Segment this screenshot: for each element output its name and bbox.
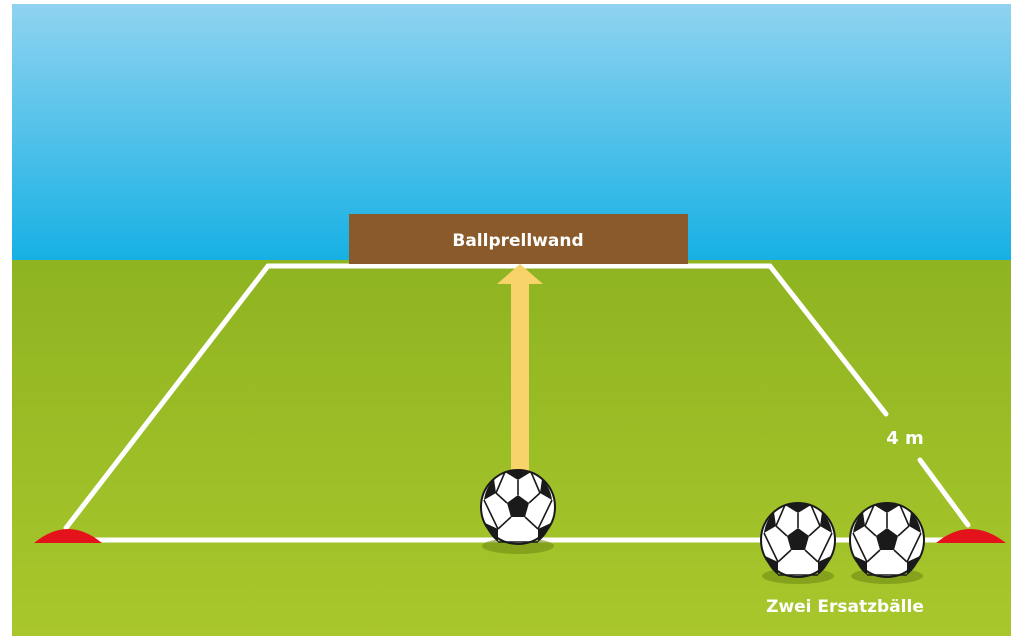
- soccer-ball-spare-2: [850, 503, 924, 584]
- distance-label: 4 m: [886, 428, 924, 449]
- spare-balls-label: Zwei Ersatzbälle: [766, 597, 924, 617]
- soccer-ball-main: [481, 470, 555, 554]
- soccer-ball-spare-1: [761, 503, 835, 584]
- rebound-wall-label: Ballprellwand: [452, 231, 583, 251]
